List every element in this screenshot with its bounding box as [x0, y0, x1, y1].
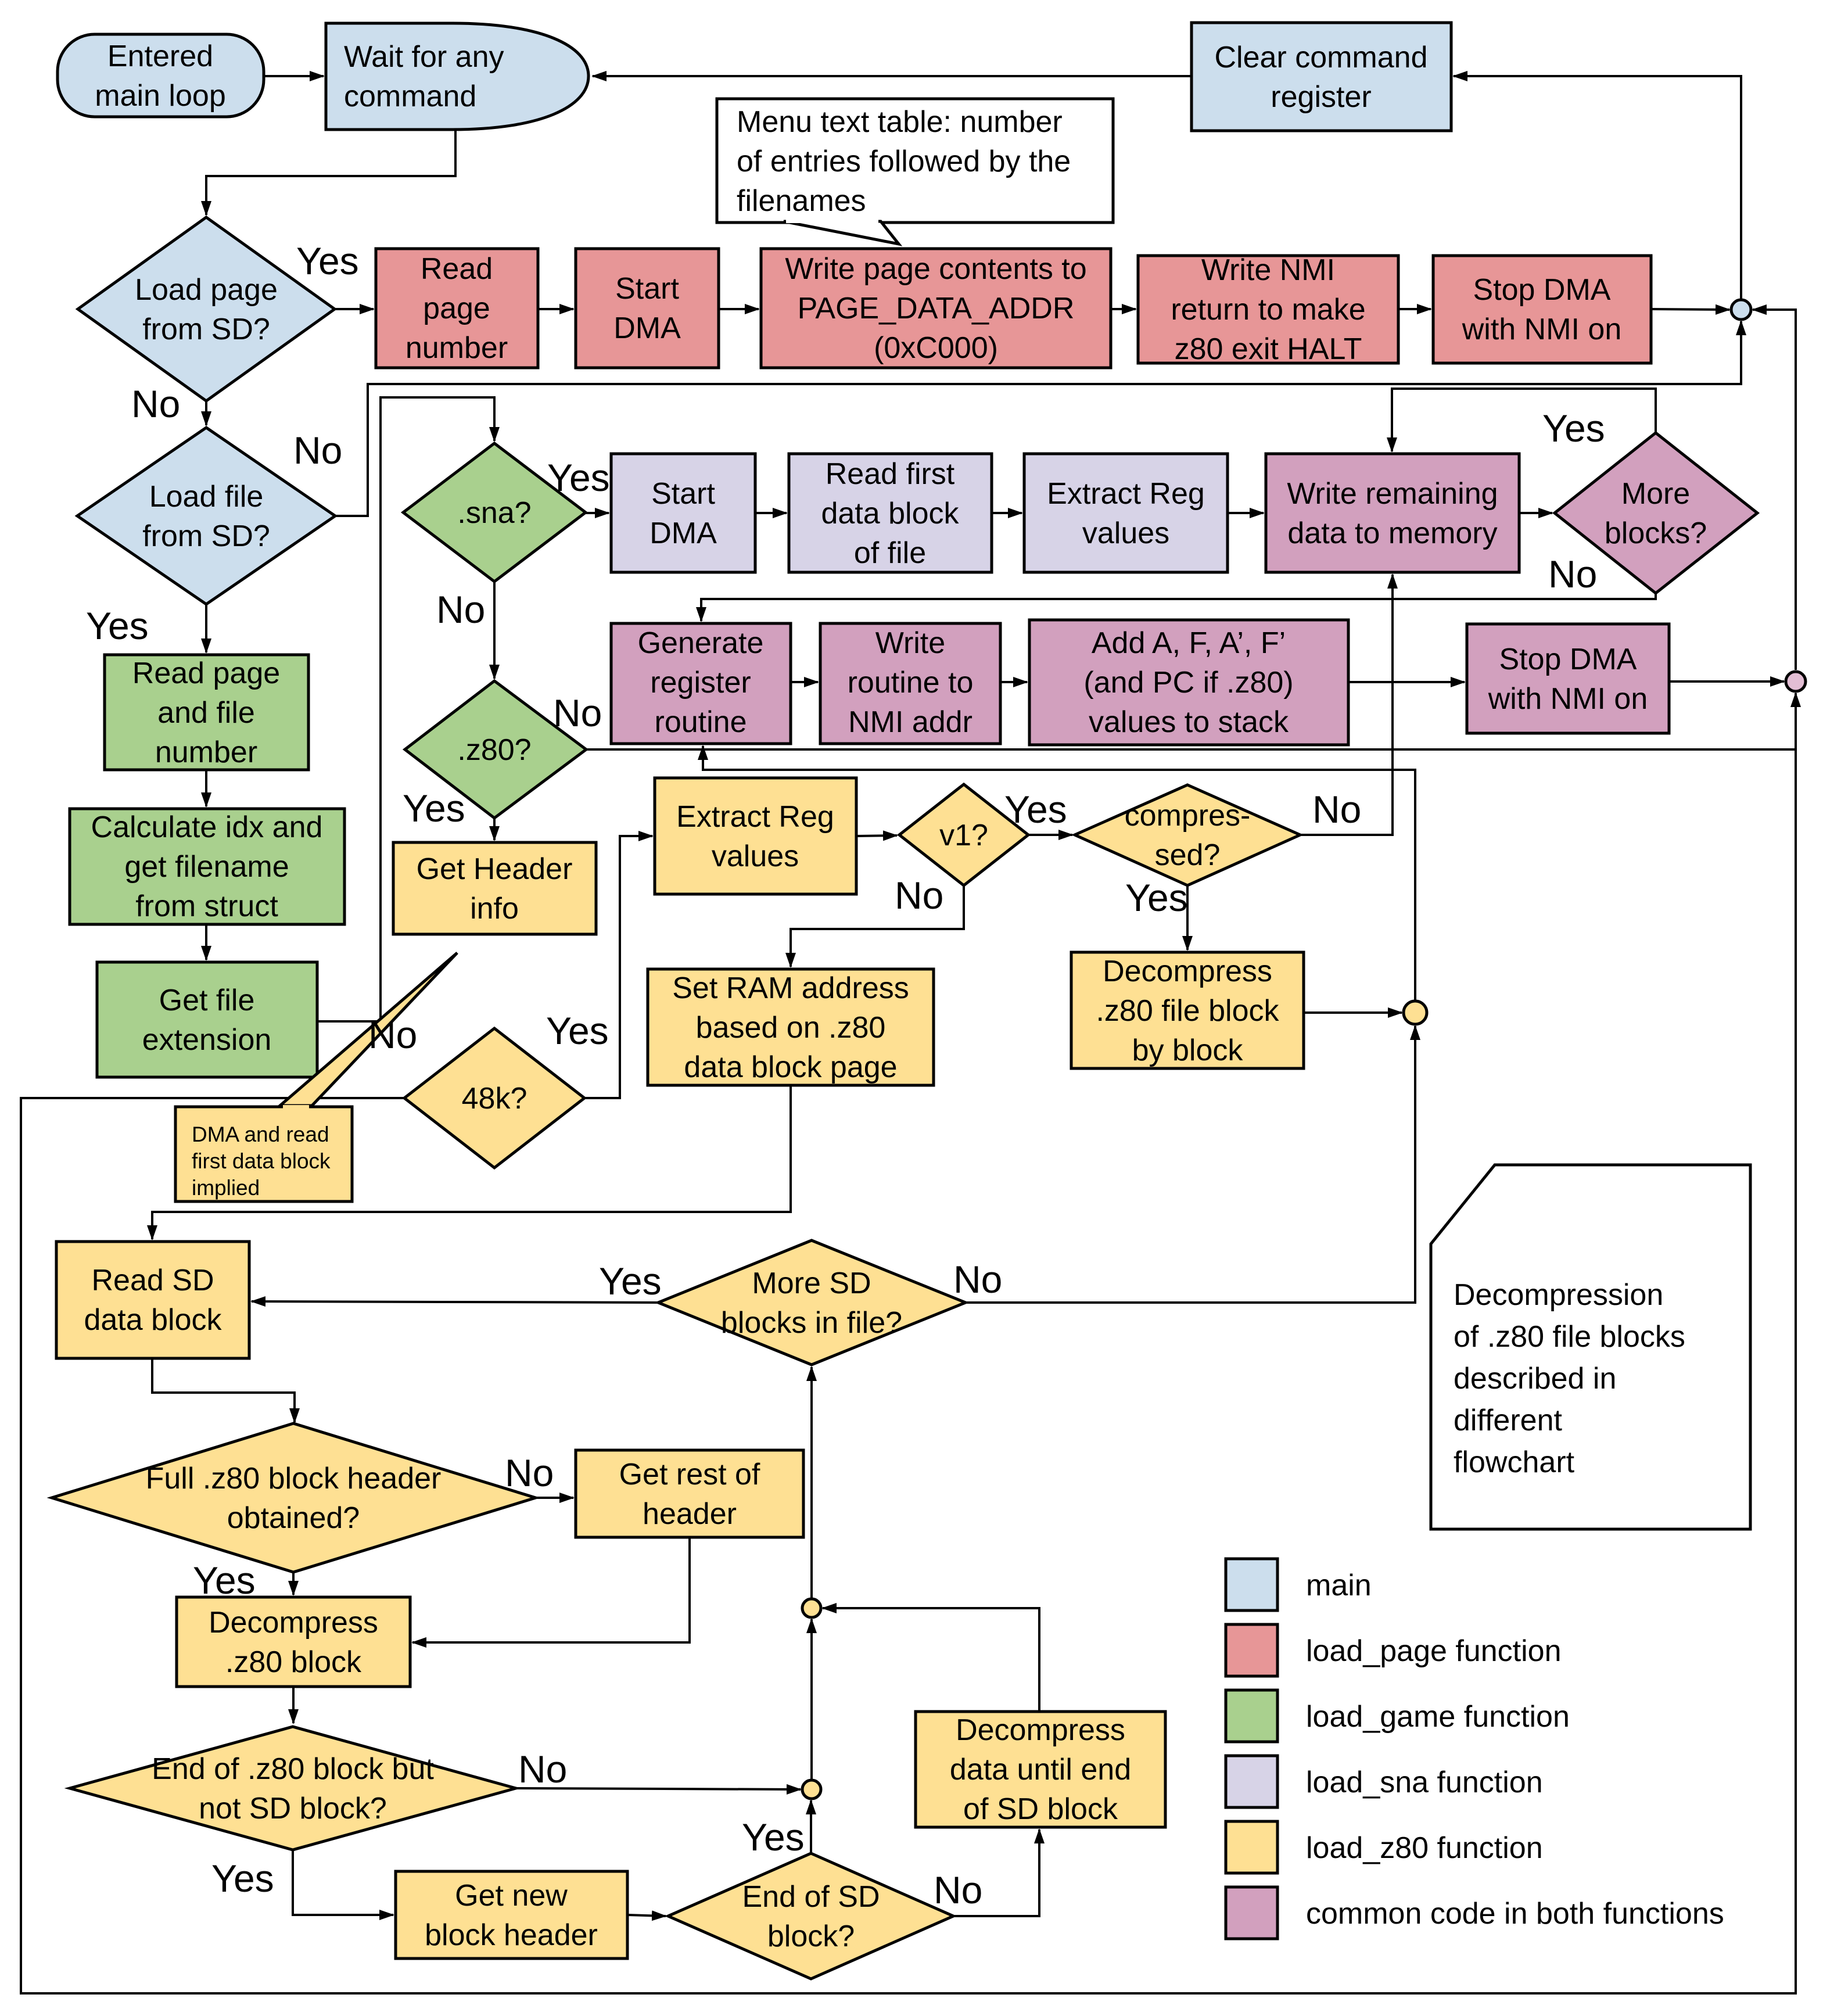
svg-text:Yes: Yes	[546, 1009, 609, 1052]
svg-text:load_page function: load_page function	[1306, 1634, 1562, 1668]
svg-text:Yes: Yes	[599, 1260, 662, 1303]
svg-text:Yes: Yes	[1542, 407, 1605, 450]
svg-text:No: No	[953, 1258, 1002, 1301]
svg-text:No: No	[293, 429, 342, 472]
svg-text:No: No	[1312, 788, 1361, 831]
svg-text:compres-sed?: compres-sed?	[1125, 799, 1251, 872]
svg-text:common code in both functions: common code in both functions	[1306, 1897, 1724, 1931]
svg-text:load_game function: load_game function	[1306, 1700, 1570, 1734]
svg-text:v1?: v1?	[939, 819, 988, 852]
svg-text:No: No	[553, 691, 602, 734]
svg-text:No: No	[505, 1451, 554, 1494]
svg-text:No: No	[518, 1748, 567, 1791]
svg-text:No: No	[131, 382, 180, 425]
svg-text:.sna?: .sna?	[457, 496, 531, 530]
svg-text:Yes: Yes	[403, 787, 465, 830]
svg-text:load_sna function: load_sna function	[1306, 1766, 1543, 1799]
svg-text:Yes: Yes	[86, 604, 149, 647]
svg-text:main: main	[1306, 1569, 1372, 1602]
svg-text:load_z80 function: load_z80 function	[1306, 1831, 1543, 1865]
svg-text:48k?: 48k?	[462, 1082, 527, 1115]
svg-text:Yes: Yes	[1125, 876, 1188, 919]
svg-text:.z80?: .z80?	[457, 733, 531, 767]
svg-text:Yes: Yes	[547, 456, 610, 499]
svg-text:Decompress.z80 block: Decompress.z80 block	[209, 1606, 378, 1679]
svg-text:No: No	[368, 1013, 417, 1056]
svg-text:No: No	[436, 588, 485, 631]
svg-text:Yes: Yes	[742, 1816, 805, 1859]
svg-text:Yes: Yes	[211, 1857, 274, 1900]
svg-text:No: No	[895, 874, 943, 917]
svg-text:Yes: Yes	[1004, 788, 1067, 831]
svg-text:Yes: Yes	[296, 239, 359, 282]
svg-text:No: No	[934, 1868, 982, 1911]
svg-text:Add A, F, A’, F’(and PC if .z8: Add A, F, A’, F’(and PC if .z80)values t…	[1083, 626, 1293, 739]
svg-text:Yes: Yes	[193, 1559, 256, 1602]
svg-text:No: No	[1548, 553, 1597, 596]
